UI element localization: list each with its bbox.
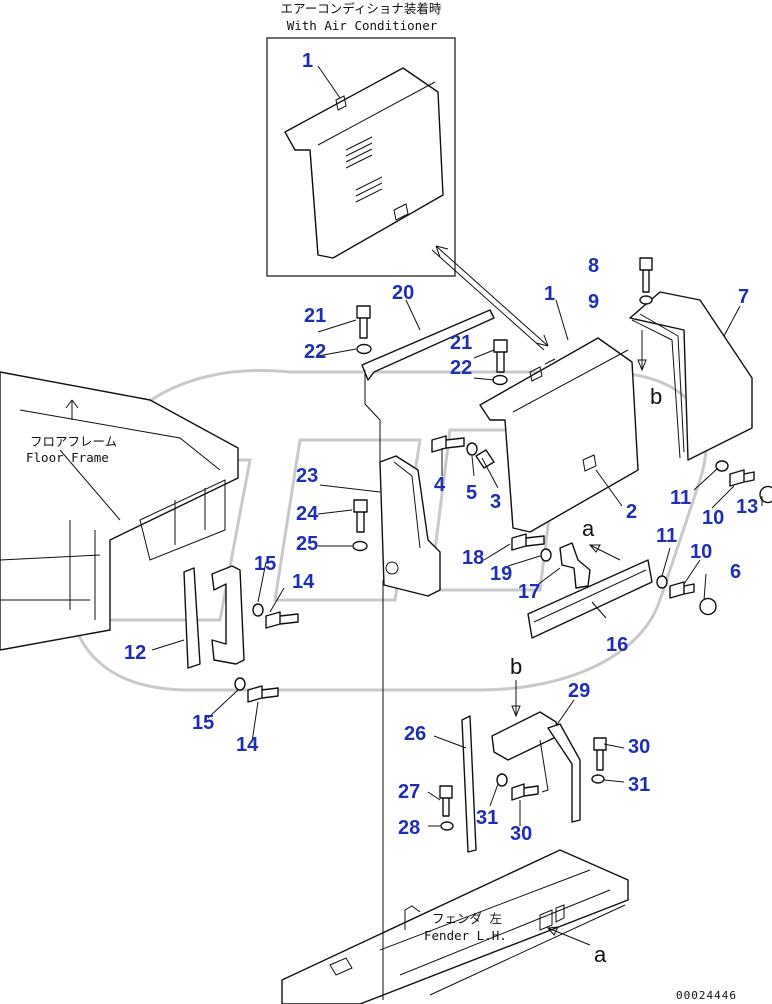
- callout-31-right: 31: [628, 774, 650, 796]
- callout-19: 19: [490, 563, 512, 585]
- callout-22-right: 22: [450, 357, 472, 379]
- callout-20: 20: [392, 282, 414, 304]
- callout-13: 13: [736, 496, 758, 518]
- ref-arrow-b-upper: [637, 330, 647, 372]
- callout-23: 23: [296, 465, 318, 487]
- fender-label-en: Fender L.H.: [424, 928, 507, 943]
- callout-10-lower: 10: [690, 541, 712, 563]
- callout-17: 17: [518, 581, 540, 603]
- callout-11-lower: 11: [656, 525, 677, 547]
- callout-4: 4: [434, 474, 446, 496]
- inset-cover-part: [284, 67, 444, 259]
- part-1-cover: [479, 337, 639, 533]
- drawing-code: 00024446: [676, 989, 737, 1002]
- part-17-bracket: [559, 542, 591, 589]
- callout-16: 16: [606, 634, 628, 656]
- double-arrow-inset-link: [431, 245, 549, 351]
- part-20-plate: [361, 309, 495, 381]
- callout-28: 28: [398, 817, 420, 839]
- callout-25: 25: [296, 533, 318, 555]
- part-23-bracket: [379, 455, 441, 597]
- callout-1-inset: 1: [302, 50, 313, 72]
- inset-caption-en: With Air Conditioner: [287, 18, 438, 33]
- floor-frame-label-jp: フロアフレーム: [30, 434, 117, 449]
- callout-31-lower: 31: [476, 807, 498, 829]
- callout-21-left: 21: [304, 305, 326, 327]
- ref-arrow-b-lower: [511, 680, 521, 718]
- callout-14-upper: 14: [292, 571, 315, 593]
- callout-18: 18: [462, 547, 484, 569]
- callout-21-right: 21: [450, 332, 472, 354]
- callout-12: 12: [124, 642, 146, 664]
- fender-label-jp: フェンダ 左: [432, 911, 502, 926]
- callout-11-upper: 11: [670, 487, 691, 509]
- inset-with-air-conditioner: エアーコンディショナ装着時 With Air Conditioner: [266, 1, 456, 277]
- callout-3: 3: [490, 491, 501, 513]
- part-7-cover: [629, 291, 753, 461]
- inset-caption-jp: エアーコンディショナ装着時: [281, 1, 442, 16]
- ref-arrow-a-upper: [588, 544, 621, 561]
- floor-frame-label-en: Floor Frame: [26, 450, 109, 465]
- callout-24: 24: [296, 503, 319, 525]
- callout-numbers: 1 1 2 3 4 5 6 7 8 9 10 10 11 11 12 13 14…: [124, 50, 758, 845]
- ref-b-lower: b: [510, 654, 522, 679]
- callout-8: 8: [588, 255, 599, 277]
- assembly-line-2: [364, 370, 381, 462]
- callout-10-upper: 10: [702, 507, 724, 529]
- floor-frame-part: [0, 371, 239, 651]
- callout-9: 9: [588, 291, 599, 313]
- part-12-handle: [183, 565, 245, 669]
- callout-15-lower: 15: [192, 712, 214, 734]
- callout-1: 1: [544, 283, 555, 305]
- callout-29: 29: [568, 680, 590, 702]
- callout-5: 5: [466, 482, 477, 504]
- ref-a-upper: a: [582, 516, 595, 541]
- callout-15-upper: 15: [254, 553, 276, 575]
- callout-30-lower: 30: [510, 823, 532, 845]
- callout-26: 26: [404, 723, 426, 745]
- fastener-icons: [234, 257, 772, 831]
- part-16-bar: [527, 559, 653, 639]
- leader-lines: [151, 65, 763, 827]
- callout-30-right: 30: [628, 736, 650, 758]
- callout-14-lower: 14: [236, 734, 259, 756]
- ref-a-lower: a: [594, 942, 607, 967]
- callout-7: 7: [738, 286, 749, 308]
- inset-frame: [266, 37, 456, 277]
- part-26-29-bracket: [461, 711, 581, 853]
- callout-6: 6: [730, 561, 741, 583]
- fender-part: [281, 849, 629, 1004]
- callout-2: 2: [626, 501, 637, 523]
- ref-b-upper: b: [650, 384, 662, 409]
- callout-22-left: 22: [304, 341, 326, 363]
- callout-27: 27: [398, 781, 420, 803]
- ref-arrow-a-lower: [546, 926, 591, 946]
